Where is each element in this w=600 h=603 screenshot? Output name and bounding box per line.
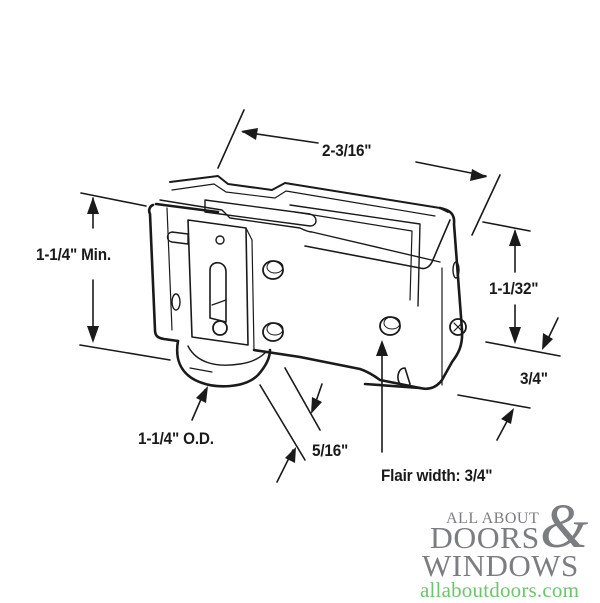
roller-wheel xyxy=(175,339,272,388)
roller-bracket xyxy=(147,175,467,391)
logo-ampersand: & xyxy=(540,493,589,561)
arrowheads-length xyxy=(241,128,487,181)
arrowheads-right xyxy=(501,229,553,424)
arrowheads-wheel xyxy=(196,386,322,463)
arrowheads-height-min xyxy=(87,197,99,343)
logo-url: allaboutdoors.com xyxy=(420,578,580,602)
dimension-height-min-label: 1-1/4" Min. xyxy=(36,245,111,264)
dimension-wheel-diameter-label: 1-1/4" O.D. xyxy=(138,429,214,448)
arrowhead-flair xyxy=(376,340,388,356)
brand-logo: & ALL ABOUT DOORS WINDOWS allaboutdoors.… xyxy=(420,496,600,602)
logo-all-about: ALL ABOUT xyxy=(446,510,540,527)
logo-windows: WINDOWS xyxy=(422,548,579,583)
dimension-right-lines xyxy=(457,221,561,441)
dimension-length-label: 2-3/16" xyxy=(322,141,372,160)
dimension-body-height-label: 1-1/32" xyxy=(489,279,539,298)
dimension-flange-offset-label: 3/4" xyxy=(520,369,548,388)
dimension-length-lines xyxy=(217,109,501,236)
logo-doors: DOORS xyxy=(430,520,540,555)
dimension-wheel-width-label: 5/16" xyxy=(312,441,349,460)
dimension-flair-width-label: Flair width: 3/4" xyxy=(381,466,493,485)
